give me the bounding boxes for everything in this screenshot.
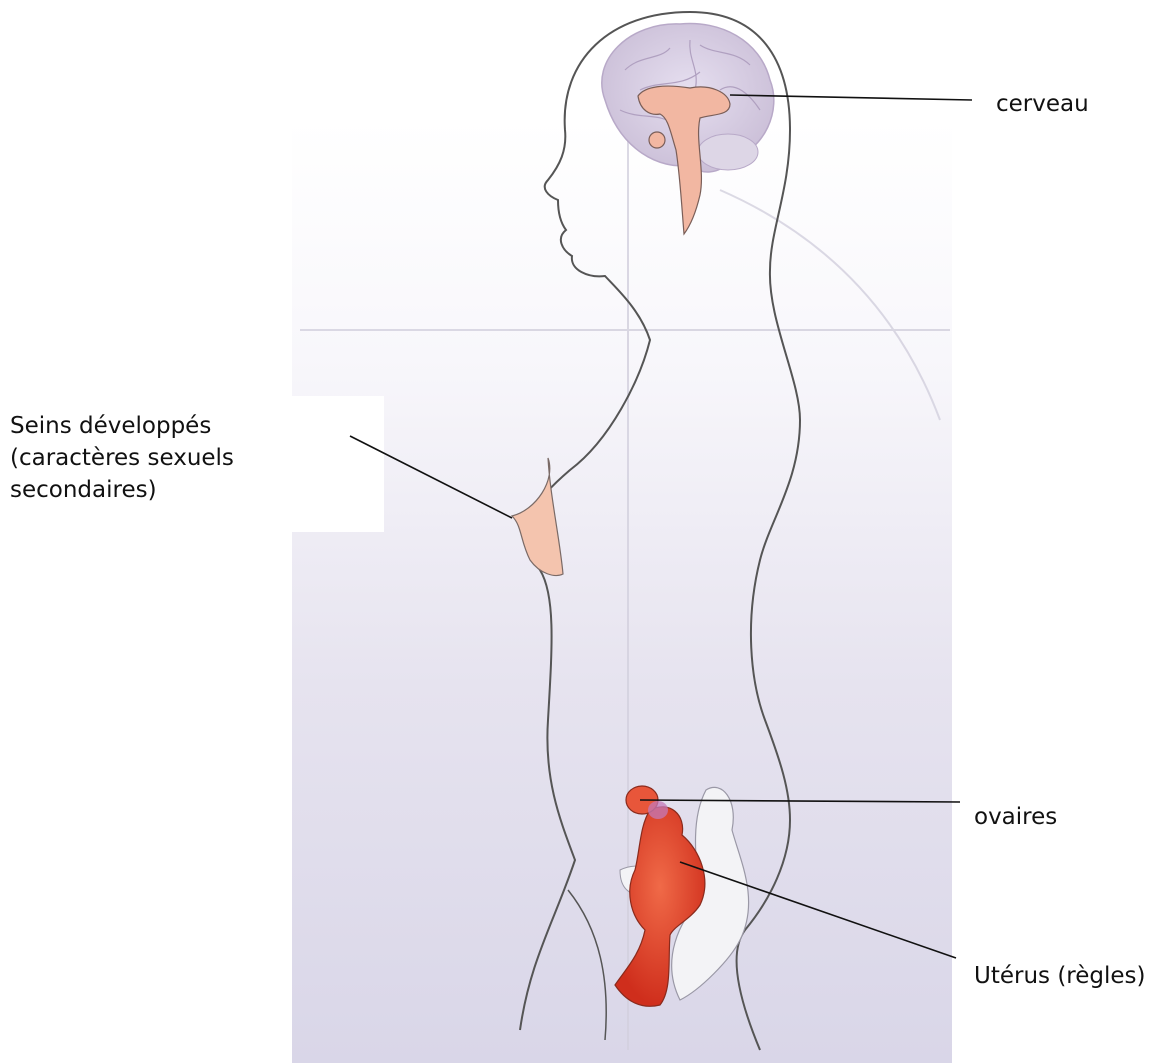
label-ovaries: ovaires [974, 801, 1057, 833]
label-uterus: Utérus (règles) [974, 960, 1146, 992]
label-breasts: Seins développés (caractères sexuels sec… [10, 410, 234, 506]
label-cover [280, 396, 384, 532]
pituitary-gland [649, 132, 665, 148]
cerebellum [698, 134, 758, 170]
ovary-highlight [648, 801, 668, 819]
label-breasts-line2: (caractères sexuels [10, 442, 234, 474]
label-brain: cerveau [996, 88, 1089, 120]
label-breasts-line3: secondaires) [10, 474, 234, 506]
label-breasts-line1: Seins développés [10, 410, 234, 442]
